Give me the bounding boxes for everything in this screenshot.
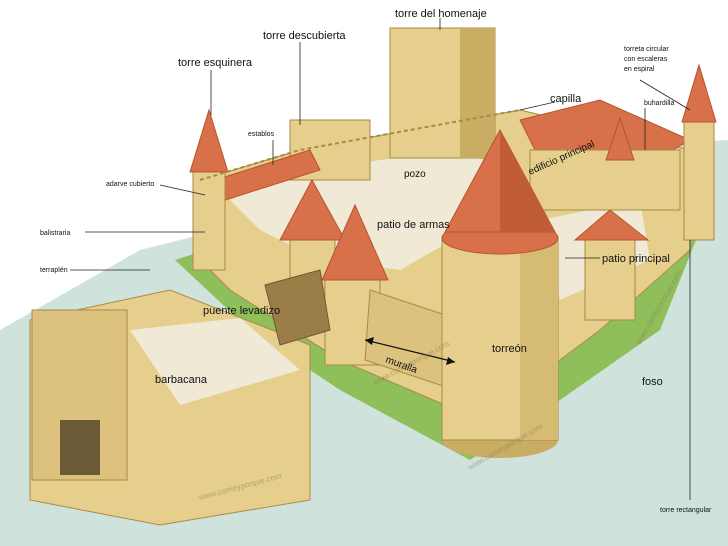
- label-torre-rect: torre rectangular: [660, 507, 712, 514]
- label-torre-descubierta: torre descubierta: [263, 30, 346, 42]
- chapel-turret-roof: [605, 116, 635, 161]
- keep-tower-side: [460, 28, 495, 158]
- label-patio-principal: patio principal: [602, 253, 670, 265]
- inner-tower-a-roof: [279, 178, 346, 241]
- muralla-arrow-head-left: [365, 337, 374, 345]
- battlement-line: [199, 109, 521, 181]
- label-barbacana: barbacana: [155, 374, 208, 386]
- label-torreta-2: con escaleras: [624, 56, 668, 63]
- leader-capilla: [519, 101, 556, 111]
- label-establos: establos: [248, 131, 275, 138]
- round-tower-shade: [520, 240, 558, 440]
- label-adarve: adarve cubierto: [106, 181, 154, 188]
- label-buhardilla: buhardilla: [644, 100, 674, 107]
- label-patio-armas: patio de armas: [377, 219, 450, 231]
- rect-tower: [584, 239, 636, 321]
- label-puente: puente levadizo: [203, 305, 280, 317]
- leader-torreta: [639, 79, 691, 111]
- leader-adarve: [159, 184, 206, 196]
- label-foso: foso: [642, 376, 663, 388]
- inner-tower-b-roof: [321, 203, 389, 281]
- label-torre-homenaje: torre del homenaje: [395, 8, 487, 20]
- corner-tower: [192, 169, 226, 271]
- spiral-turret: [683, 119, 715, 241]
- corner-tower-roof: [189, 108, 229, 173]
- label-terraplen: terraplén: [40, 267, 68, 274]
- round-tower-roof-shade: [500, 130, 555, 232]
- label-torreta-3: en espiral: [624, 66, 655, 73]
- label-torreon: torreón: [492, 343, 527, 355]
- label-pozo: pozo: [404, 169, 426, 180]
- muralla-arrow-head-right: [446, 357, 455, 365]
- spiral-turret-roof: [681, 63, 717, 123]
- label-capilla: capilla: [550, 93, 582, 105]
- barbican-gate: [60, 420, 100, 475]
- muralla-arrow: [364, 339, 456, 363]
- barbican-yard: [130, 318, 300, 405]
- label-torreta-1: torreta circular: [624, 46, 669, 53]
- main-building: [529, 149, 681, 211]
- label-torre-esquinera: torre esquinera: [178, 57, 253, 69]
- label-balistraria: balistraria: [40, 230, 70, 237]
- rect-tower-roof: [573, 209, 650, 241]
- drawbridge: [264, 269, 331, 346]
